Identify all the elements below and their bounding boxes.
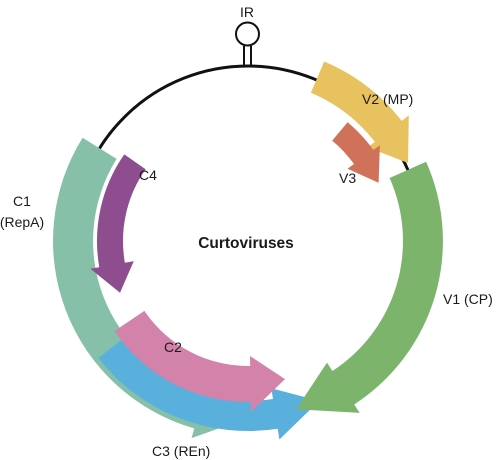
diagram-title: Curtoviruses [198, 235, 294, 252]
gene-label-v3: V3 [339, 170, 356, 186]
gene-label-c2: C2 [164, 339, 182, 355]
gene-label-c3: C3 (REn) [152, 443, 210, 459]
gene-arrow-v3 [332, 122, 380, 183]
gene-arrow-c4 [90, 154, 146, 293]
ir-label: IR [240, 4, 254, 20]
gene-label-v1: V1 (CP) [443, 291, 493, 307]
ir-stem-loop-icon [235, 21, 260, 66]
gene-arrow-c3 [98, 339, 320, 440]
gene-label-v2: V2 (MP) [362, 91, 413, 107]
gene-label-c1-product: (RepA) [0, 214, 44, 230]
gene-label-c1: C1 [13, 193, 31, 209]
gene-arrow-v2 [310, 61, 409, 163]
gene-arrow-v1 [296, 161, 443, 413]
gene-label-c4: C4 [139, 167, 157, 183]
gene-arrow-c2 [114, 310, 285, 412]
